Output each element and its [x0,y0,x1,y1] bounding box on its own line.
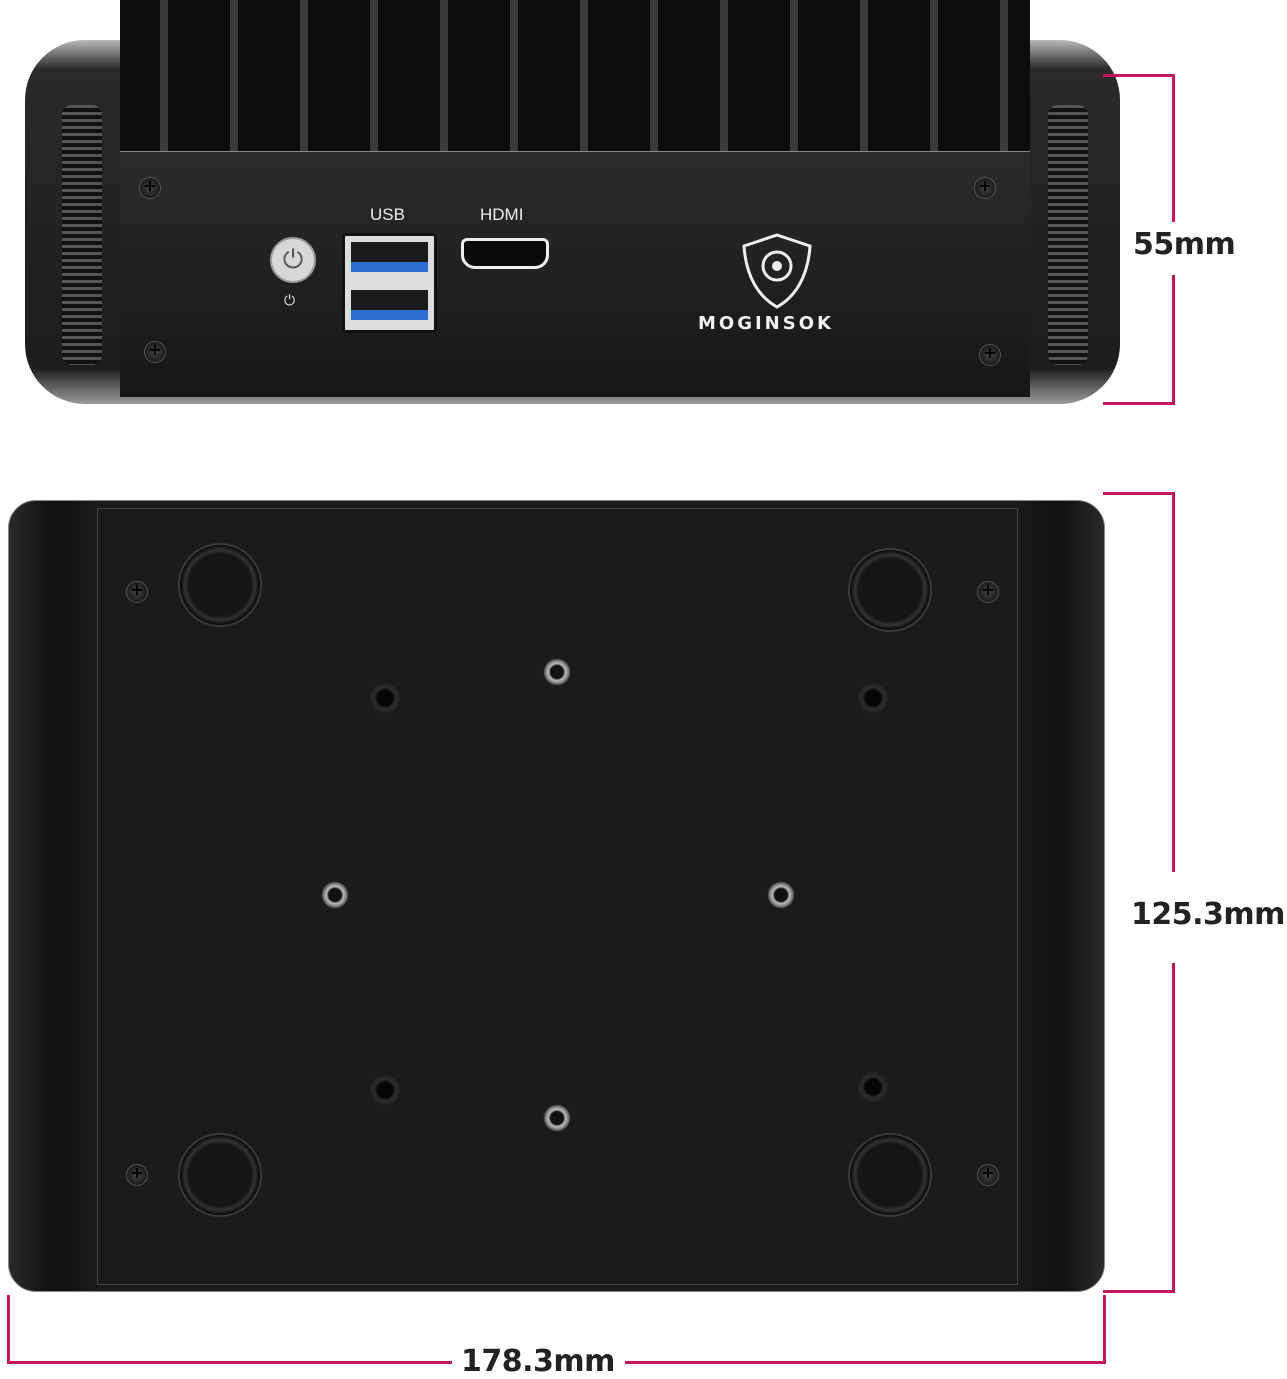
right-vent [1048,105,1088,365]
height-label: 55mm [1133,227,1236,262]
width-label: 178.3mm [461,1344,615,1379]
front-panel [120,152,1030,397]
width-dimension-line [625,1361,1106,1364]
rubber-foot [178,543,262,627]
mount-hole [370,1075,400,1105]
screw-icon [974,176,996,199]
depth-dimension-line [1172,963,1175,1293]
screw-hole [542,1103,572,1133]
depth-label: 125.3mm [1131,897,1285,932]
screw-icon [126,1163,148,1186]
depth-dimension-line [1103,1290,1175,1293]
width-dimension-line [7,1295,10,1363]
rubber-foot [178,1133,262,1217]
left-vent [62,105,102,365]
height-dimension-line [1172,275,1175,405]
screw-icon [139,176,161,199]
height-dimension-line [1103,74,1175,77]
depth-dimension-line [1103,492,1175,495]
heatsink-fins [120,0,1030,155]
usb-port [342,233,437,333]
usb-label: USB [370,205,405,224]
power-button: ⏻ [270,237,316,283]
power-icon: ⏻ [284,293,296,309]
width-dimension-line [1103,1295,1106,1363]
mount-hole [370,683,400,713]
screw-icon [126,580,148,603]
height-dimension-line [1172,74,1175,222]
screw-hole [320,880,350,910]
depth-dimension-line [1172,492,1175,872]
hdmi-label: HDMI [480,205,524,224]
mount-hole [858,1072,888,1102]
screw-icon [979,343,1001,366]
screw-icon [144,340,166,363]
screw-hole [542,657,572,687]
mount-hole [858,683,888,713]
screw-hole [766,880,796,910]
shield-logo-icon [742,233,812,309]
rubber-foot [848,548,932,632]
screw-icon [977,580,999,603]
screw-icon [977,1163,999,1186]
rubber-foot [848,1133,932,1217]
width-dimension-line [7,1361,452,1364]
brand-name: MOGINSOK [698,313,834,334]
height-dimension-line [1103,402,1175,405]
hdmi-port [461,238,549,269]
